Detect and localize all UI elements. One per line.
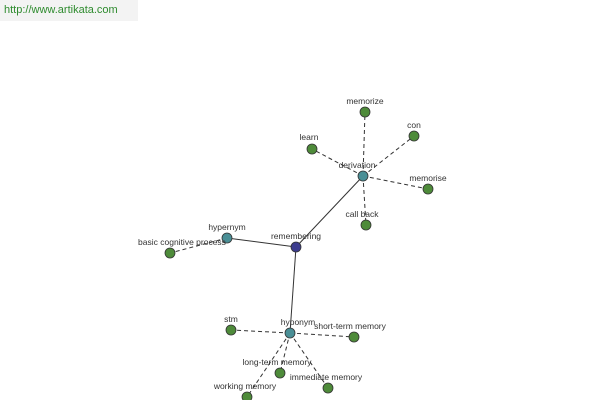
node-label-hypernym[interactable]: hypernym (208, 222, 245, 232)
edge-derivation-learn (311, 148, 364, 177)
node-con[interactable] (408, 130, 420, 142)
edge-remembering-derivation (295, 175, 364, 248)
node-stm[interactable] (225, 324, 237, 336)
edge-derivation-call-back (362, 175, 367, 226)
node-memorize[interactable] (359, 106, 371, 118)
node-label-short-term-memory[interactable]: short-term memory (314, 321, 387, 331)
node-remembering[interactable] (290, 241, 302, 253)
node-call-back[interactable] (360, 219, 372, 231)
node-label-memorize[interactable]: memorize (346, 96, 384, 106)
node-label-immediate-memory[interactable]: immediate memory (290, 372, 363, 382)
node-label-long-term-memory[interactable]: long-term memory (243, 357, 313, 367)
edges-layer (169, 111, 429, 398)
node-immediate-memory[interactable] (322, 382, 334, 394)
edge-derivation-con (362, 135, 415, 177)
node-label-stm[interactable]: stm (224, 314, 238, 324)
node-basic-cognitive-process[interactable] (164, 247, 176, 259)
node-derivation[interactable] (357, 170, 369, 182)
labels-layer: remembering derivation hypernym hyponym memo… (138, 96, 447, 391)
edge-hyponym-working-memory (246, 332, 291, 398)
node-label-remembering[interactable]: remembering (271, 231, 321, 241)
nodes-layer (164, 106, 434, 400)
edge-hyponym-long-term-memory (279, 332, 291, 374)
node-label-hyponym[interactable]: hyponym (281, 317, 316, 327)
site-link[interactable]: http://www.artikata.com (0, 0, 138, 21)
node-working-memory[interactable] (241, 391, 253, 400)
edge-hyponym-short-term-memory (289, 332, 355, 338)
node-label-memorise[interactable]: memorise (409, 173, 447, 183)
edge-hyponym-stm (230, 329, 291, 334)
node-short-term-memory[interactable] (348, 331, 360, 343)
edge-remembering-hyponym (289, 246, 297, 334)
node-label-learn[interactable]: learn (300, 132, 319, 142)
node-label-derivation[interactable]: derivation (339, 160, 376, 170)
node-long-term-memory[interactable] (274, 367, 286, 379)
node-label-basic-cognitive-process[interactable]: basic cognitive process (138, 237, 226, 247)
node-hyponym[interactable] (284, 327, 296, 339)
node-label-call-back[interactable]: call back (345, 209, 379, 219)
edge-derivation-memorize (362, 111, 366, 177)
node-memorise[interactable] (422, 183, 434, 195)
node-label-working-memory[interactable]: working memory (213, 381, 277, 391)
node-learn[interactable] (306, 143, 318, 155)
node-label-con[interactable]: con (407, 120, 421, 130)
edge-hypernym-basic-cognitive-process (169, 237, 228, 254)
node-hypernym[interactable] (221, 232, 233, 244)
edge-remembering-hypernym (226, 237, 297, 248)
